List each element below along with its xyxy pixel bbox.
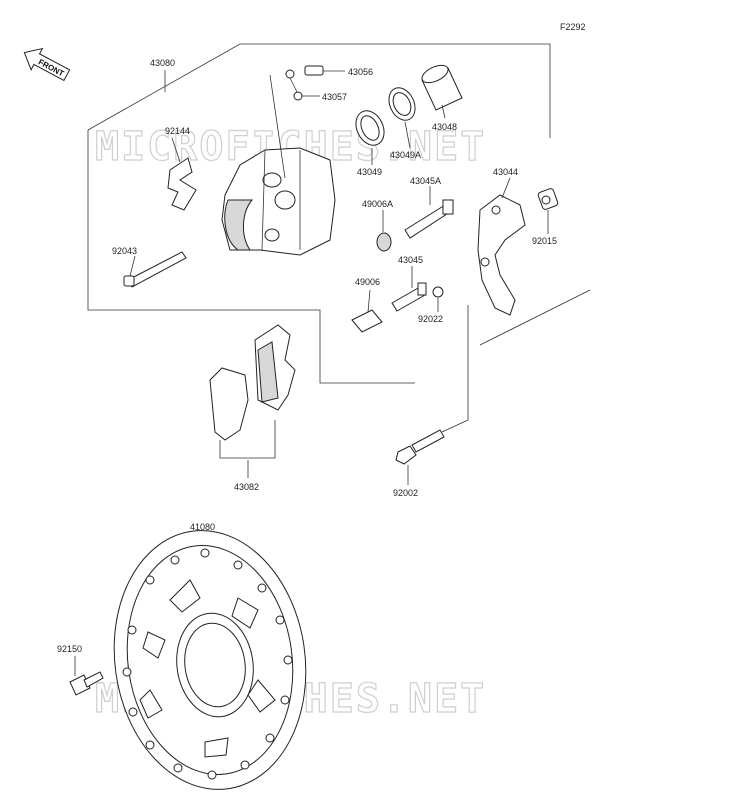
slide-pin-upper [404, 199, 454, 239]
label-92150: 92150 [57, 644, 82, 654]
label-92144: 92144 [165, 126, 190, 136]
caliper-bracket [477, 194, 526, 316]
label-49006: 49006 [355, 277, 380, 287]
brake-pad-front [254, 324, 296, 411]
label-49006A: 49006A [362, 199, 393, 209]
mounting-bolt [395, 305, 469, 465]
label-43049: 43049 [357, 167, 382, 177]
caliper-assembly-outline-right [479, 289, 591, 346]
caliper-assembly-outline-left [87, 130, 415, 384]
label-43045: 43045 [398, 255, 423, 265]
slide-pin-lower [391, 282, 427, 312]
label-43044: 43044 [493, 167, 518, 177]
label-43049A: 43049A [390, 150, 421, 160]
label-43048: 43048 [432, 122, 457, 132]
boot-lower [351, 309, 383, 333]
circlip [432, 286, 444, 298]
label-43056: 43056 [348, 67, 373, 77]
label-92002: 92002 [393, 488, 418, 498]
label-92043: 92043 [112, 246, 137, 256]
caliper-body [221, 147, 336, 256]
label-92015: 92015 [532, 236, 557, 246]
caliper-piston [421, 64, 463, 111]
label-41080: 41080 [190, 522, 215, 532]
bracket-collar [537, 188, 559, 210]
label-92022: 92022 [418, 314, 443, 324]
brake-pad-rear [209, 367, 249, 441]
dust-seal [388, 87, 416, 121]
front-arrow-icon: FRONT [23, 47, 71, 82]
pad-spring [167, 157, 197, 211]
bleeder-valve [269, 65, 345, 179]
label-43082: 43082 [234, 482, 259, 492]
figure-code: F2292 [560, 22, 586, 32]
label-43057: 43057 [322, 92, 347, 102]
piston-seal [355, 110, 385, 146]
label-43080: 43080 [150, 58, 175, 68]
brake-disc [113, 530, 307, 790]
label-43045A: 43045A [410, 176, 441, 186]
disc-bolt [69, 671, 104, 696]
caliper-pin [123, 251, 187, 288]
boot-upper [376, 232, 392, 252]
caliper-assembly-outline [87, 43, 551, 138]
